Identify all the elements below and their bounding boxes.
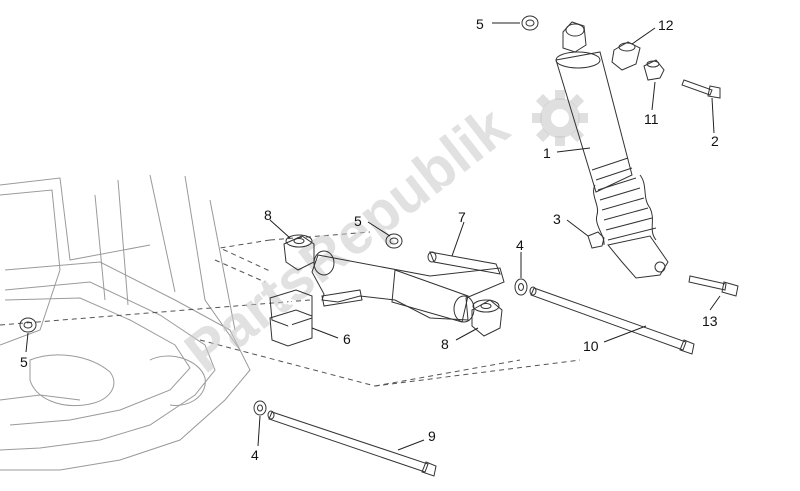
leader-lines — [25, 22, 721, 451]
lower-long-bolt — [267, 410, 437, 477]
callout-8-lower: 8 — [441, 336, 449, 352]
rubber-block — [269, 289, 313, 347]
top-bushing — [521, 15, 539, 31]
gear-icon — [532, 90, 588, 146]
upper-bolt — [681, 79, 721, 99]
callouts: 1 2 3 4 4 5 5 5 6 7 8 8 9 10 11 12 13 — [20, 16, 719, 463]
shock-absorber — [555, 21, 669, 279]
callout-10: 10 — [583, 338, 599, 354]
watermark: PartsRepublik — [173, 90, 588, 385]
assembly-guide-lines — [0, 231, 581, 387]
callout-4-lower: 4 — [251, 447, 259, 463]
mid-bushing — [385, 233, 403, 249]
shock-top-bushing — [611, 41, 641, 71]
callout-12: 12 — [658, 17, 674, 33]
callout-2: 2 — [711, 133, 719, 149]
callout-1: 1 — [543, 145, 551, 161]
callout-4-upper: 4 — [516, 237, 524, 253]
frame-outline — [0, 174, 251, 471]
callout-3: 3 — [553, 211, 561, 227]
spacer — [643, 59, 665, 81]
callout-5-left: 5 — [20, 354, 28, 370]
callout-5-mid: 5 — [354, 213, 362, 229]
callout-5-top: 5 — [476, 16, 484, 32]
lower-silentblock — [471, 299, 503, 337]
callout-9: 9 — [428, 428, 436, 444]
callout-7: 7 — [458, 209, 466, 225]
callout-11: 11 — [644, 111, 659, 127]
left-bushing — [19, 317, 37, 333]
callout-6: 6 — [343, 331, 351, 347]
lower-bolt — [688, 275, 739, 297]
upper-washer — [514, 278, 528, 296]
callout-8-upper: 8 — [264, 207, 272, 223]
callout-13: 13 — [702, 313, 718, 329]
lower-washer — [253, 400, 267, 416]
lower-shock-bushing — [587, 231, 605, 249]
connecting-arm — [311, 250, 505, 323]
upper-long-bolt — [529, 286, 695, 355]
